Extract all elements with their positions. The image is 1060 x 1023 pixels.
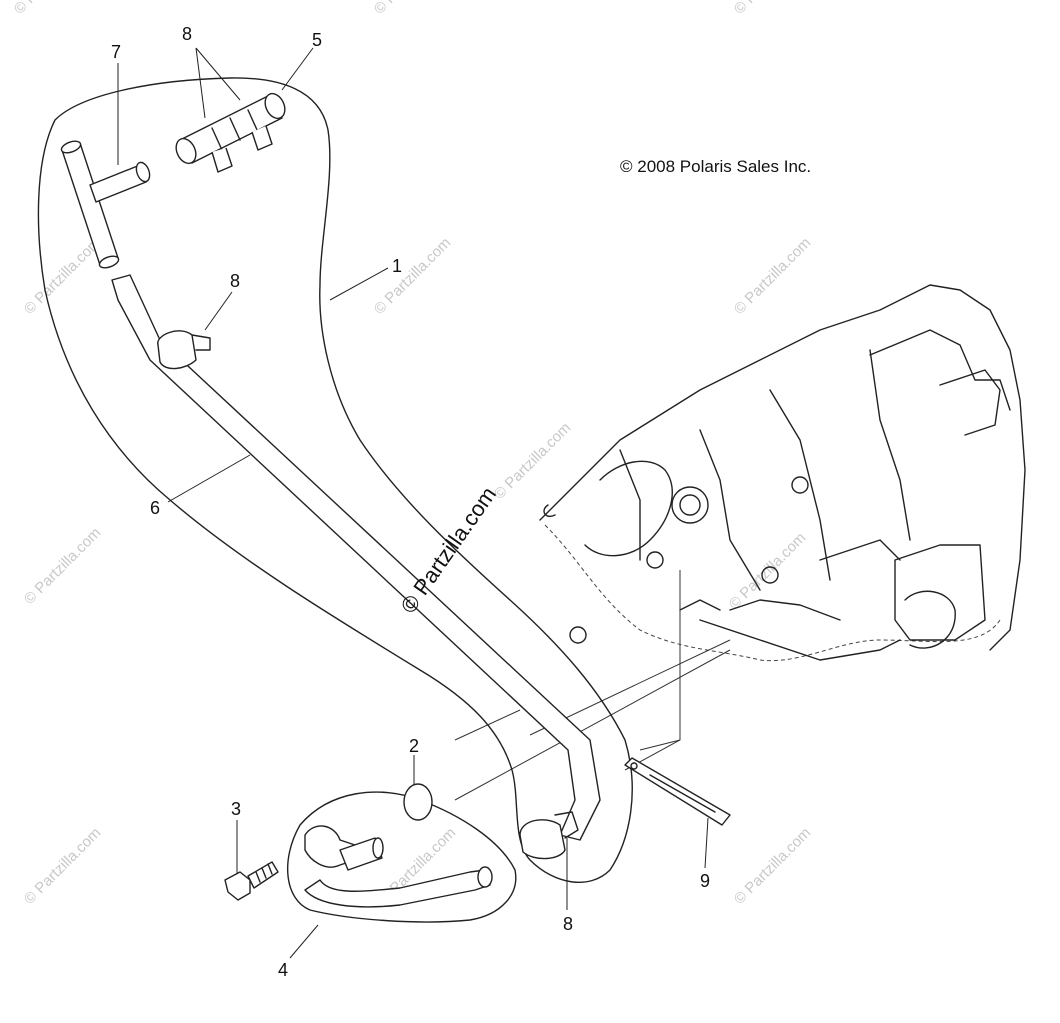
engine-outline [454,284,1026,801]
watermark-tile: © Partzilla.com [491,419,574,502]
callout-4: 4 [278,960,288,980]
watermark-tile: © Partzilla.com [21,824,104,907]
callout-8-bottom: 8 [563,914,573,934]
plug [403,783,433,821]
watermark-tile: © Partzilla.com [731,0,814,18]
callout-9: 9 [700,871,710,891]
watermark-tile: © Partzilla.com [731,234,814,317]
callouts: 1 2 3 4 5 6 7 8 8 8 9 [111,24,710,980]
callout-8-middle: 8 [230,271,240,291]
bracket [624,757,731,826]
callout-8-top: 8 [182,24,192,44]
hose-clamp-set [175,92,286,173]
watermark-tile: © Partzilla.com [731,824,814,907]
watermark-tile: © Partzilla.com [371,0,454,18]
watermark-tile: © Partzilla.com [21,234,104,317]
callout-3: 3 [231,799,241,819]
watermark-tile: © Partzilla.com [11,0,94,18]
copyright-text: © 2008 Polaris Sales Inc. [620,157,811,176]
watermark-center: © Partzilla.com [396,482,502,618]
callout-6: 6 [150,498,160,518]
callout-5: 5 [312,30,322,50]
callout-7: 7 [111,42,121,62]
bolt [224,861,279,901]
callout-2: 2 [409,736,419,756]
lower-hose [287,791,517,923]
watermark-tiles: © Partzilla.com © Partzilla.com © Partzi… [11,0,814,908]
coolant-hose-assembly [37,77,633,884]
leader-lines [117,47,709,959]
callout-1: 1 [392,256,402,276]
watermark-tile: © Partzilla.com [21,524,104,607]
watermark-tile: © Partzilla.com [371,234,454,317]
tee-fitting [60,140,151,269]
